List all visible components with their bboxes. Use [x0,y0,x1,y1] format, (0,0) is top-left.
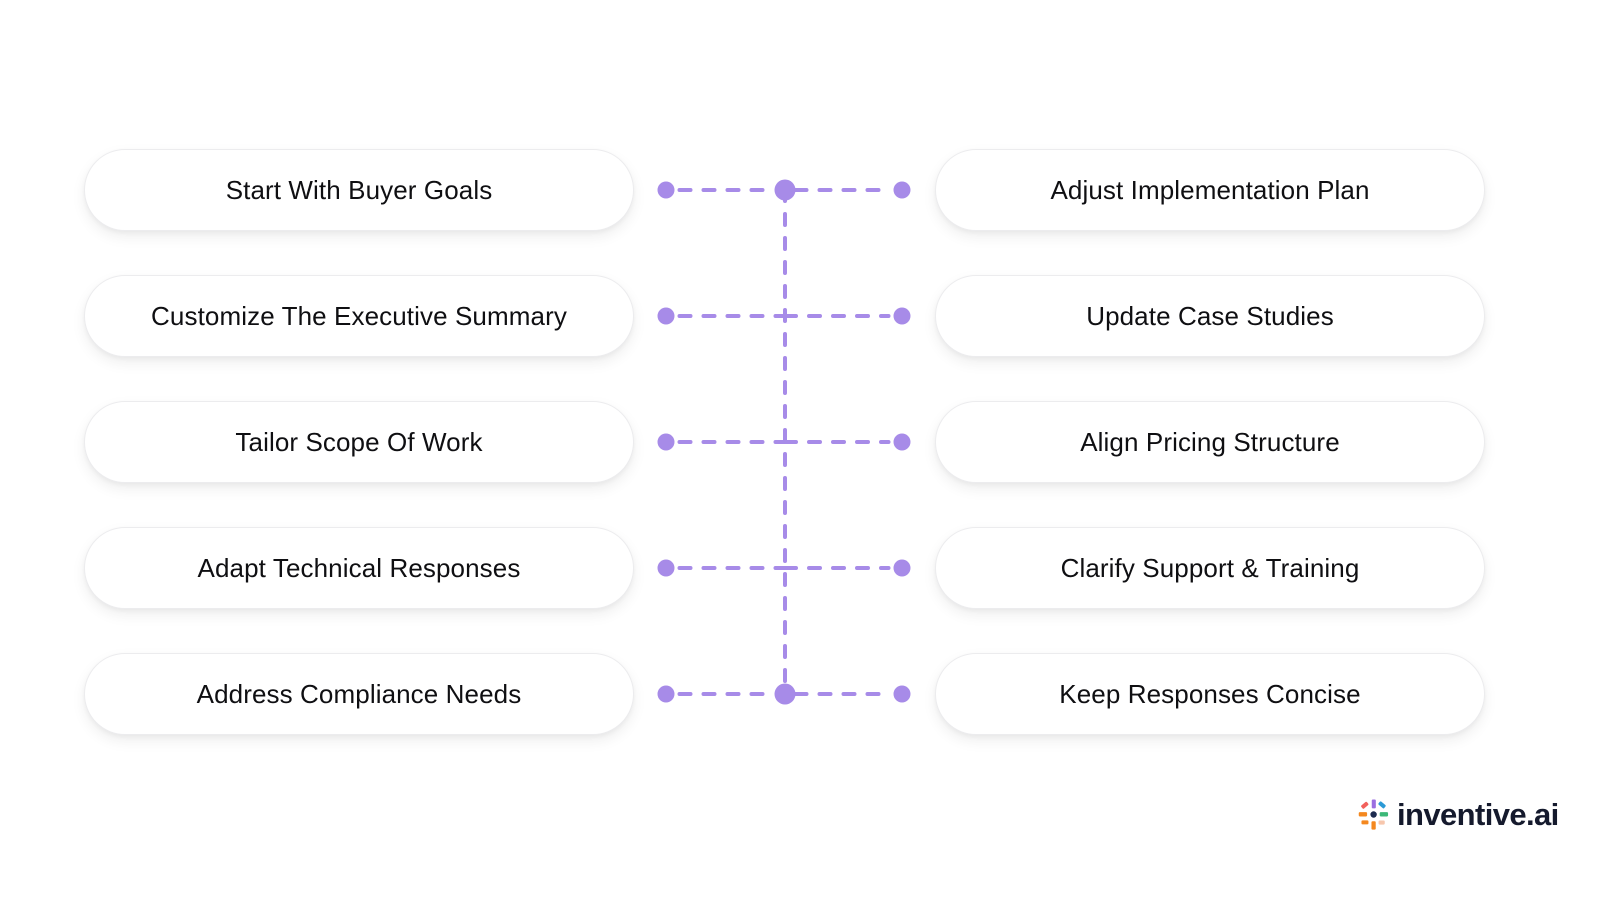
pill-left-5-label: Address Compliance Needs [196,679,522,709]
pill-right-3-label: Align Pricing Structure [1080,427,1340,457]
brand-wordmark: inventive.ai [1397,797,1559,832]
pill-left-3[interactable]: Tailor Scope Of Work [84,401,634,483]
brand-logo: inventive.ai [1357,798,1559,831]
pill-right-2-label: Update Case Studies [1086,301,1334,331]
pill-left-4-label: Adapt Technical Responses [197,553,521,583]
pill-left-4[interactable]: Adapt Technical Responses [84,527,634,609]
pill-right-5[interactable]: Keep Responses Concise [935,653,1485,735]
pill-right-1-label: Adjust Implementation Plan [1050,175,1370,205]
pill-right-2[interactable]: Update Case Studies [935,275,1485,357]
pill-left-1[interactable]: Start With Buyer Goals [84,149,634,231]
inventive-pinwheel-mark-icon [1358,799,1389,830]
pill-right-1[interactable]: Adjust Implementation Plan [935,149,1485,231]
pill-right-4[interactable]: Clarify Support & Training [935,527,1485,609]
pill-left-2-label: Customize The Executive Summary [151,301,567,331]
pill-left-3-label: Tailor Scope Of Work [235,427,483,457]
pill-left-1-label: Start With Buyer Goals [225,175,493,205]
pill-right-4-label: Clarify Support & Training [1060,553,1360,583]
pill-right-3[interactable]: Align Pricing Structure [935,401,1485,483]
pill-left-5[interactable]: Address Compliance Needs [84,653,634,735]
pill-left-2[interactable]: Customize The Executive Summary [84,275,634,357]
pill-right-5-label: Keep Responses Concise [1059,679,1361,709]
